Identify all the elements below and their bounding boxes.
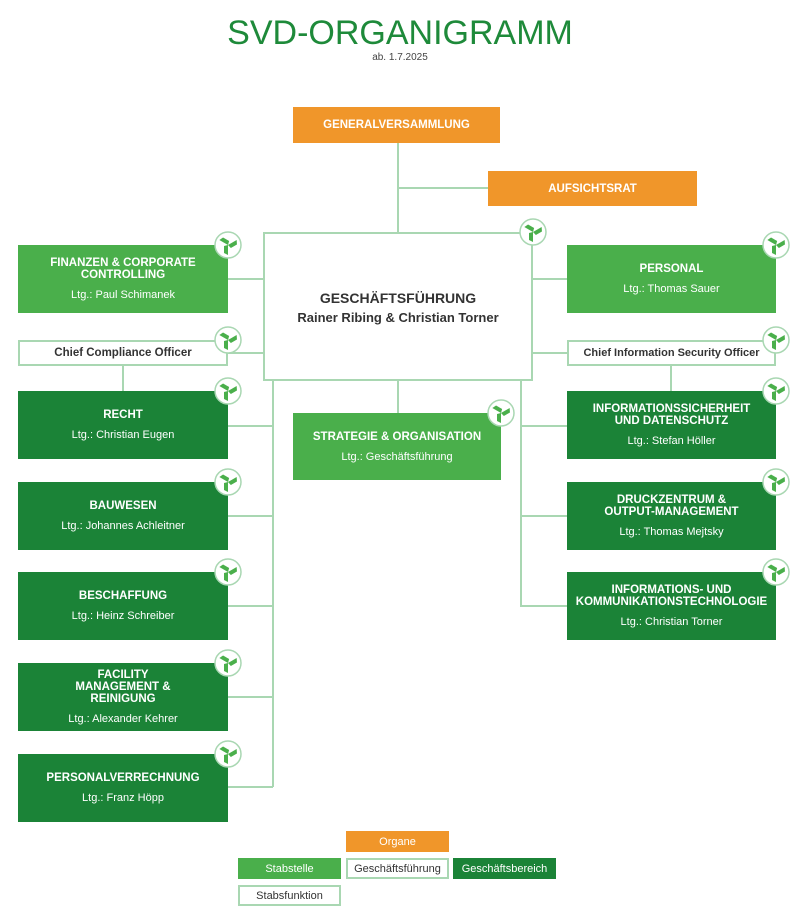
generalversammlung-box: GENERALVERSAMMLUNG xyxy=(293,107,500,143)
box-lead: Ltg.: Christian Eugen xyxy=(71,429,175,441)
box-lead: Ltg.: Franz Höpp xyxy=(82,792,164,804)
connector xyxy=(521,425,567,427)
svd-logo-icon xyxy=(214,377,242,405)
svd-logo-icon xyxy=(214,649,242,677)
connector xyxy=(521,515,567,517)
ikt-box: INFORMATIONS- UND KOMMUNIKATIONSTECHNOLO… xyxy=(567,572,776,640)
connector xyxy=(533,278,567,280)
svd-logo-icon xyxy=(214,326,242,354)
strategie-box: STRATEGIE & ORGANISATION Ltg.: Geschäftsf… xyxy=(293,413,501,480)
connector xyxy=(228,278,263,280)
page-subtitle: ab. 1.7.2025 xyxy=(372,52,428,63)
box-lead: Ltg.: Christian Torner xyxy=(620,616,723,628)
box-title: Chief Compliance Officer xyxy=(54,347,192,359)
aufsichtsrat-box: AUFSICHTSRAT xyxy=(488,171,697,206)
bauwesen-box: BAUWESEN Ltg.: Johannes Achleitner xyxy=(18,482,228,550)
facility-box: FACILITY MANAGEMENT & REINIGUNG Ltg.: Ale… xyxy=(18,663,228,731)
legend-stabstelle: Stabstelle xyxy=(238,858,341,879)
connector xyxy=(272,381,274,787)
box-names: Rainer Ribing & Christian Torner xyxy=(297,309,499,325)
box-title: Chief Information Security Officer xyxy=(583,347,760,359)
box-lead: Ltg.: Thomas Mejtsky xyxy=(619,526,724,538)
recht-box: RECHT Ltg.: Christian Eugen xyxy=(18,391,228,459)
box-title: DRUCKZENTRUM & OUTPUT-MANAGEMENT xyxy=(604,494,739,518)
box-title: PERSONAL xyxy=(639,263,704,275)
connector xyxy=(520,381,522,607)
connector xyxy=(397,187,488,189)
box-lead: Ltg.: Stefan Höller xyxy=(627,435,716,447)
box-title: FACILITY MANAGEMENT & REINIGUNG xyxy=(75,669,171,705)
box-lead: Ltg.: Thomas Sauer xyxy=(623,283,720,295)
personal-box: PERSONAL Ltg.: Thomas Sauer xyxy=(567,245,776,313)
box-title: GESCHÄFTSFÜHRUNG xyxy=(319,289,477,306)
finanzen-box: FINANZEN & CORPORATE CONTROLLING Ltg.: Pa… xyxy=(18,245,228,313)
box-title: INFORMATIONS- UND KOMMUNIKATIONSTECHNOLO… xyxy=(575,584,768,608)
box-lead: Ltg.: Johannes Achleitner xyxy=(61,520,185,532)
legend-organe: Organe xyxy=(346,831,449,852)
connector xyxy=(228,425,273,427)
svd-logo-icon xyxy=(214,468,242,496)
svd-logo-icon xyxy=(762,468,790,496)
svd-logo-icon xyxy=(214,740,242,768)
connector xyxy=(670,366,672,391)
druckzentrum-box: DRUCKZENTRUM & OUTPUT-MANAGEMENT Ltg.: Th… xyxy=(567,482,776,550)
box-lead: Ltg.: Heinz Schreiber xyxy=(71,610,175,622)
connector xyxy=(228,352,263,354)
ciso-box: Chief Information Security Officer xyxy=(567,340,776,366)
box-title: PERSONALVERRECHNUNG xyxy=(46,772,200,784)
cco-box: Chief Compliance Officer xyxy=(18,340,228,366)
svd-logo-icon xyxy=(762,326,790,354)
svd-logo-icon xyxy=(762,558,790,586)
connector xyxy=(397,381,399,413)
legend-geschaeftsbereich: Geschäftsbereich xyxy=(453,858,556,879)
beschaffung-box: BESCHAFFUNG Ltg.: Heinz Schreiber xyxy=(18,572,228,640)
svd-logo-icon xyxy=(762,231,790,259)
box-title: BAUWESEN xyxy=(89,500,157,512)
page-title: SVD-ORGANIGRAMM xyxy=(227,14,573,52)
connector xyxy=(533,352,567,354)
connector xyxy=(521,605,567,607)
connector xyxy=(228,696,273,698)
svd-logo-icon xyxy=(214,558,242,586)
box-title: STRATEGIE & ORGANISATION xyxy=(312,430,482,443)
connector xyxy=(228,605,273,607)
legend-geschaeftsfuehrung: Geschäftsführung xyxy=(346,858,449,879)
infosec-box: INFORMATIONSSICHERHEIT UND DATENSCHUTZ Lt… xyxy=(567,391,776,459)
svd-logo-icon xyxy=(487,399,515,427)
box-title: RECHT xyxy=(103,409,143,421)
box-title: AUFSICHTSRAT xyxy=(548,182,637,195)
box-title: GENERALVERSAMMLUNG xyxy=(323,119,470,131)
svd-logo-icon xyxy=(214,231,242,259)
geschaeftsfuehrung-box: GESCHÄFTSFÜHRUNG Rainer Ribing & Christia… xyxy=(263,232,533,381)
box-title: FINANZEN & CORPORATE CONTROLLING xyxy=(50,257,196,281)
box-title: BESCHAFFUNG xyxy=(78,590,168,602)
box-lead: Ltg.: Alexander Kehrer xyxy=(68,713,178,725)
svd-logo-icon xyxy=(762,377,790,405)
svd-logo-icon xyxy=(519,218,547,246)
connector xyxy=(228,786,273,788)
connector xyxy=(228,515,273,517)
box-lead: Ltg.: Paul Schimanek xyxy=(71,289,175,301)
legend-stabsfunktion: Stabsfunktion xyxy=(238,885,341,906)
connector xyxy=(122,366,124,391)
box-lead: Ltg.: Geschäftsführung xyxy=(341,450,453,463)
personalverrechnung-box: PERSONALVERRECHNUNG Ltg.: Franz Höpp xyxy=(18,754,228,822)
box-title: INFORMATIONSSICHERHEIT UND DATENSCHUTZ xyxy=(592,403,751,427)
